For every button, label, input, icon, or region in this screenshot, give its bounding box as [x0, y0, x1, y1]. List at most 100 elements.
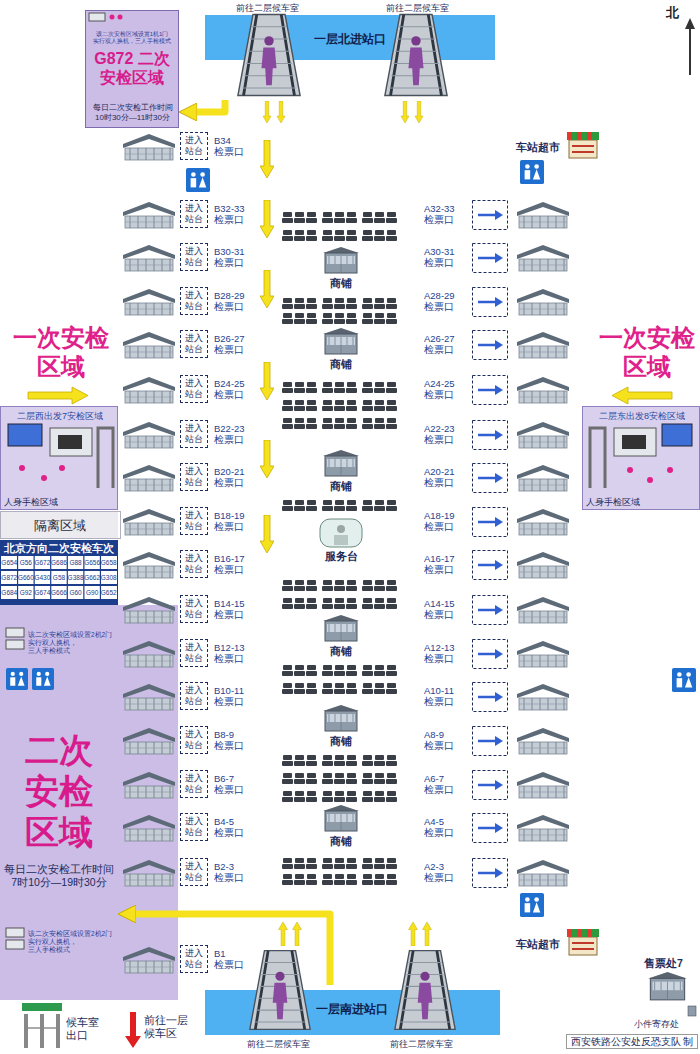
platform-entry: 进入站台: [180, 200, 208, 228]
ticket-gate: 进入站台 B20-21 检票口: [178, 461, 258, 495]
table-cell: G56: [18, 559, 35, 567]
panel-note: 人身手检区域: [586, 497, 666, 507]
gate-label: B1 检票口: [214, 948, 254, 971]
shop-label: 商铺: [318, 358, 364, 371]
table-cell: G658: [100, 559, 117, 567]
platform-entry: 进入站台: [180, 330, 208, 358]
table-cell: G58: [51, 574, 68, 582]
shop-label: 商铺: [318, 735, 364, 748]
ticket-gate: 进入站台B24-25 检票口: [178, 373, 258, 407]
ticket-gate: A24-25 检票口: [420, 373, 470, 407]
shop-label: 商铺: [318, 480, 364, 493]
gate-label: B6-7 检票口: [214, 773, 254, 796]
entrance-band: 前往二层候车室一层北进站口前往二层候车室: [205, 0, 495, 100]
security-equipment: [6, 13, 692, 949]
gate-label: A14-15 检票口: [424, 598, 464, 621]
table-cell: G656: [84, 559, 101, 567]
panel-title: 二层西出发7安检区域: [4, 411, 116, 422]
ticket-gate: A12-13 检票口: [420, 637, 470, 671]
ticket-gate: 进入站台 B26-27 检票口: [178, 328, 258, 362]
ticket-gate: A4-5 检票口: [420, 811, 470, 845]
platform-entry: 进入站台: [180, 287, 208, 315]
ticket-gate: A28-29 检票口: [420, 285, 470, 319]
gate-label: B22-23 检票口: [214, 423, 254, 446]
area-title: G872 二次安检区域: [88, 49, 176, 87]
gate-label: B34 检票口: [214, 135, 254, 158]
gate-label: B30-31 检票口: [214, 246, 254, 269]
gate-label: B26-27 检票口: [214, 333, 254, 356]
note-text: 该二次安检区域设置2机2门 实行双人换机，三人手检模式: [28, 631, 116, 654]
panel-note: 人身手检区域: [4, 497, 84, 507]
platform-entry: 进入站台: [180, 243, 208, 271]
gate-label: B10-11 检票口: [214, 685, 254, 708]
direction-label: 前往一层候车区: [144, 1014, 190, 1039]
shop-icons: [320, 132, 696, 1016]
hours-text: 每日二次安检工作时间 7时10分—19时30分: [4, 863, 114, 888]
ticket-gate: A20-21 检票口: [420, 461, 470, 495]
ticket-gate: 进入站台B1 检票口: [178, 943, 258, 977]
credit-note: 西安铁路公安处反恐支队 制: [566, 1034, 698, 1049]
band-label: 隔离区域: [1, 518, 119, 534]
entrance-name: 一层北进站口: [305, 32, 395, 46]
gate-label: B16-17 检票口: [214, 553, 254, 576]
note-text: 该二次安检区域设置2机2门 实行双人换机，三人手检模式: [28, 930, 116, 953]
gate-label: A6-7 检票口: [424, 773, 464, 796]
storage-label: 小件寄存处: [634, 1019, 686, 1029]
platform-entry: 进入站台: [180, 420, 208, 448]
gate-label: A16-17 检票口: [424, 553, 464, 576]
gate-label: B20-21 检票口: [214, 466, 254, 489]
ticket-gate: A18-19 检票口: [420, 505, 470, 539]
seat-rows: [282, 212, 397, 885]
gate-label: A28-29 检票口: [424, 290, 464, 313]
table-cell: G684: [1, 589, 18, 597]
gate-label: A2-3 检票口: [424, 861, 464, 884]
gate-label: A24-25 检票口: [424, 378, 464, 401]
gate-label: A22-23 检票口: [424, 423, 464, 446]
ticket-gate: 进入站台B4-5 检票口: [178, 811, 258, 845]
platform-entry: 进入站台: [180, 507, 208, 535]
gate-label: B12-13 检票口: [214, 642, 254, 665]
platform-entry: 进入站台: [180, 858, 208, 886]
ticket-gate: 进入站台B28-29 检票口: [178, 285, 258, 319]
ticket-gate: 进入站台B32-33 检票口: [178, 198, 258, 232]
gate-label: A10-11 检票口: [424, 685, 464, 708]
shop-label: 车站超市: [516, 141, 566, 154]
exit-label: 候车室出口: [66, 1016, 102, 1041]
table-cell: G92: [18, 589, 35, 597]
gate-label: A8-9 检票口: [424, 729, 464, 752]
platform-entry: 进入站台: [180, 639, 208, 667]
table-cell: G308: [100, 574, 117, 582]
gate-label: A26-27 检票口: [424, 333, 464, 356]
north-arrow: [685, 18, 695, 75]
platform-entry: 进入站台: [180, 550, 208, 578]
escalator-label: 前往二层候车室: [389, 1039, 453, 1049]
flow-arrow: [132, 914, 330, 985]
platform-entry: 进入站台: [180, 375, 208, 403]
ticket-gate: 进入站台 B22-23 检票口: [178, 418, 258, 452]
platform-entry: 进入站台: [180, 463, 208, 491]
table-grid: [1, 556, 117, 599]
table-cell: G660: [18, 574, 35, 582]
table-cell: G674: [34, 589, 51, 597]
platform-icons: [123, 134, 569, 973]
table-cell: G90: [84, 589, 101, 597]
gate-label: B2-3 检票口: [214, 861, 254, 884]
escalators: [238, 14, 455, 1029]
table-cell: G88: [67, 559, 84, 567]
hours-text: 每日二次安检工作时间 10时30分—11时30分: [88, 103, 177, 122]
entrance-name: 一层南进站口: [307, 1002, 397, 1016]
ticket-gate: A26-27 检票口: [420, 328, 470, 362]
table-cell: G652: [100, 589, 117, 597]
ticket-gate: 进入站台B14-15 检票口: [178, 593, 258, 627]
escalator-label: 前往二层候车室: [246, 1039, 310, 1049]
ticket-gate: A10-11 检票口: [420, 680, 470, 714]
security-area-box: 该二次安检区域设置1机1门 实行双人换机，三人手检模式G872 二次安检区域每日…: [85, 10, 179, 128]
security-panel: 二层东出发8安检区域人身手检区域: [582, 406, 700, 510]
platform-entry: 进入站台: [180, 726, 208, 754]
flow-arrow: [193, 100, 225, 112]
ticket-gate: 进入站台 B2-3 检票口: [178, 856, 258, 890]
area-title: 二次安检区域: [22, 730, 96, 852]
